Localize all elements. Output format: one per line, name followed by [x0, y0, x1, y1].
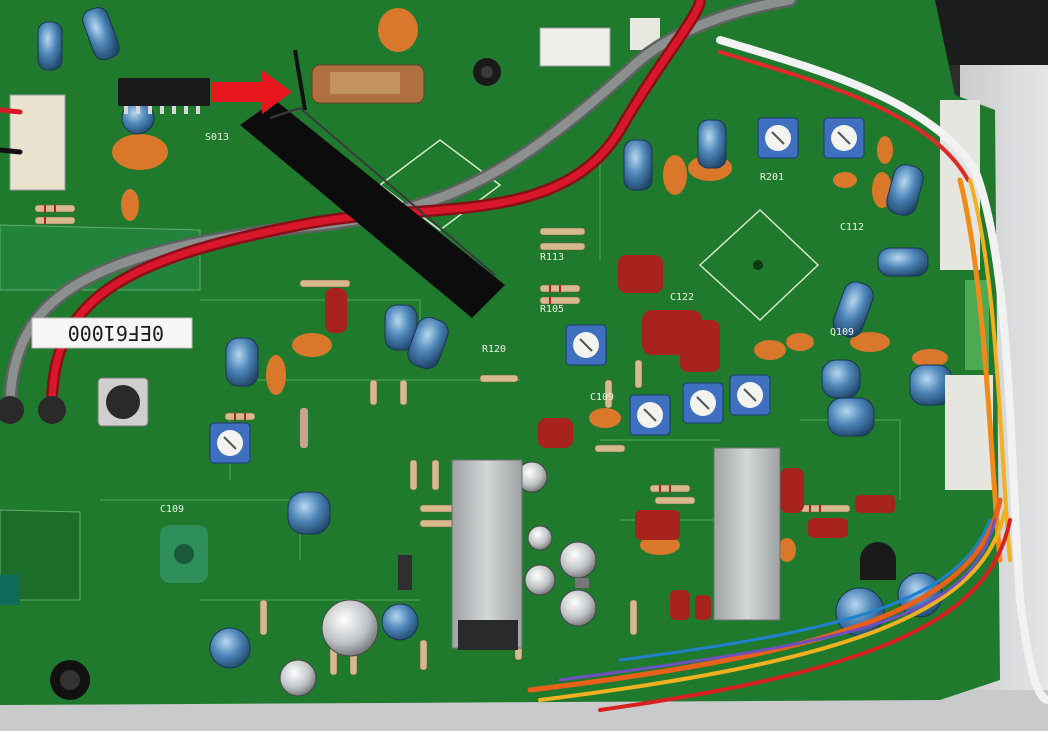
board-label-text: 0EF61000 — [68, 321, 164, 345]
aluminum-capacitors — [279, 461, 597, 697]
ic-chip — [118, 78, 210, 114]
silk-label: C122 — [670, 292, 694, 303]
silk-label: C109 — [590, 392, 614, 403]
coil — [97, 377, 208, 583]
silk-label: S013 — [205, 132, 229, 143]
silk-label: R105 — [540, 304, 564, 315]
red-arrow — [212, 70, 292, 114]
resistors — [34, 204, 851, 676]
board-label-sticker: 0EF61000 — [31, 317, 193, 349]
silk-label: C109 — [160, 504, 184, 515]
silk-label: R113 — [540, 252, 564, 263]
transistor — [398, 542, 896, 590]
silk-label: R120 — [482, 344, 506, 355]
heatsinks — [451, 447, 781, 650]
trimmer-potentiometers — [209, 117, 865, 464]
ceramic-capacitors — [112, 8, 948, 562]
modified-component — [293, 49, 425, 111]
film-capacitors — [300, 255, 895, 620]
silk-label: R201 — [760, 172, 784, 183]
silk-label: C112 — [840, 222, 864, 233]
silk-label: Q109 — [830, 327, 854, 338]
electrical-tape — [240, 100, 505, 318]
silkscreen-labels: S013 C109 R113 C122 R105 R120 C109 Q109 … — [160, 132, 864, 515]
